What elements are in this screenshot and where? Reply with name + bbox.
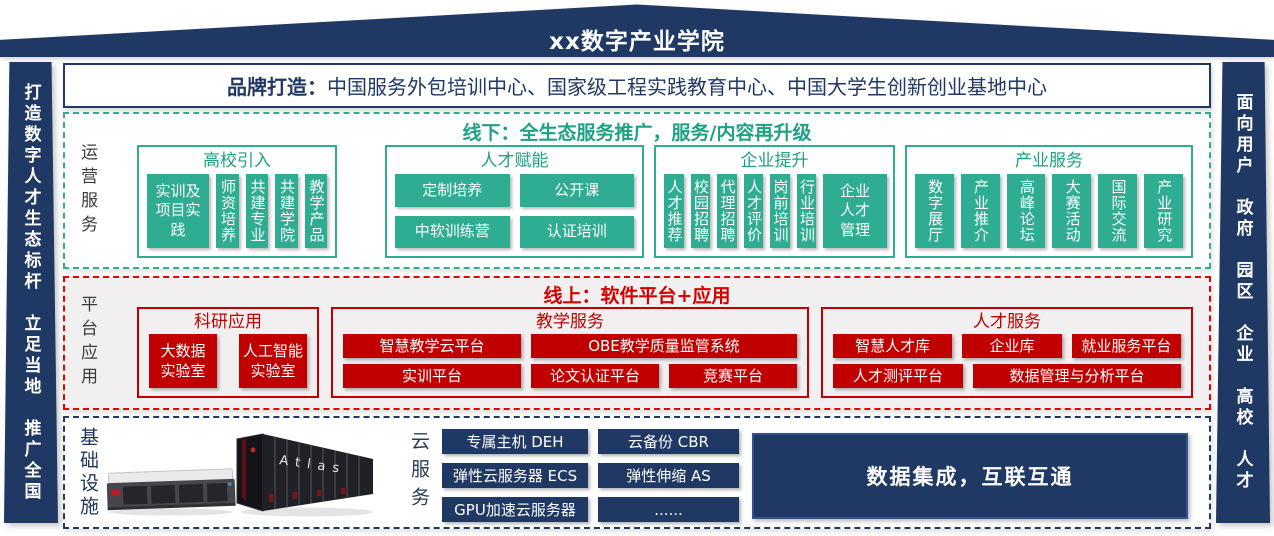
group-research-apps: 科研应用 大数据 实验室 人工智能 实验室: [137, 307, 319, 398]
group-title: 高校引入: [203, 151, 271, 171]
group-title: 产业服务: [1015, 151, 1083, 171]
page-title: xx数字产业学院: [549, 29, 725, 55]
offline-side-label: 运营服务: [77, 142, 97, 239]
cloud-service-item: GPU加速云服务器: [442, 497, 588, 522]
offline-section-header: 线下：全生态服务推广，服务/内容再升级: [462, 122, 812, 144]
service-block: 共建专业: [245, 174, 268, 248]
offline-services-section: 线下：全生态服务推广，服务/内容再升级 运营服务 高校引入 实训及 项目实 践 …: [63, 112, 1211, 269]
service-block: 师资培养: [216, 174, 239, 248]
top-banner: xx数字产业学院: [0, 0, 1274, 57]
service-block: 数字展厅: [915, 174, 954, 248]
group-title: 教学服务: [536, 312, 604, 332]
cloud-service-item: 弹性伸缩 AS: [598, 463, 739, 488]
service-block: 国际交流: [1098, 174, 1138, 248]
offline-groups: 高校引入 实训及 项目实 践 师资培养 共建专业 共建学院 教学产品 人才赋能 …: [137, 145, 1193, 258]
group-title: 企业提升: [740, 151, 809, 171]
service-block: 大赛活动: [1052, 174, 1092, 248]
platform-block: 企业库: [962, 334, 1062, 358]
service-block: 共建学院: [275, 174, 298, 248]
group-title: 人才赋能: [480, 151, 549, 171]
cloud-services-label: 云服务: [408, 430, 430, 515]
infra-side-label: 基础设施: [77, 426, 99, 519]
service-block: 认证培训: [519, 215, 634, 248]
service-block: 企业 人才 管理: [823, 174, 887, 248]
platform-block: 竞赛平台: [669, 364, 797, 388]
platform-block: 就业服务平台: [1071, 334, 1181, 358]
right-audience-ribbon: 面向用户 政府 园区 企业 高校 人才: [1216, 62, 1270, 523]
platform-block: 人才测评平台: [833, 364, 963, 388]
brand-row: 品牌打造： 中国服务外包培训中心、国家级工程实践教育中心、中国大学生创新创业基地…: [63, 63, 1211, 108]
group-title: 人才服务: [973, 312, 1041, 332]
online-side-label: 平台应用: [77, 295, 97, 391]
left-slogan-text: 打造数字人才生态标杆 立足当地 推广全国: [20, 82, 41, 503]
platform-block: 智慧教学云平台: [343, 334, 521, 358]
data-integration-banner: 数据集成，互联互通: [752, 433, 1188, 519]
platform-block: 实训平台: [343, 364, 521, 388]
service-block: 代理招聘: [717, 174, 737, 248]
platform-block: 数据管理与分析平台: [973, 364, 1181, 388]
group-enterprise-upgrade: 企业提升 人才推荐 校园招聘 代理招聘 人才评价 岗前培训 行业培训 企业 人才…: [654, 145, 895, 258]
cloud-service-item: 专属主机 DEH: [442, 429, 588, 454]
infrastructure-section: 基础设施: [63, 416, 1211, 529]
cloud-service-item: 弹性云服务器 ECS: [442, 463, 588, 488]
group-industry-services: 产业服务 数字展厅 产业推介 高峰论坛 大赛活动 国际交流 产业研究: [905, 145, 1193, 258]
service-block: 岗前培训: [770, 174, 790, 248]
online-platform-section: 线上：软件平台+应用 平台应用 科研应用 大数据 实验室 人工智能 实验室 教学…: [63, 276, 1211, 410]
service-block: 产业研究: [1144, 174, 1183, 248]
right-audience-text: 面向用户 政府 园区 企业 高校 人才: [1232, 93, 1253, 492]
online-groups: 科研应用 大数据 实验室 人工智能 实验室 教学服务 智慧教学云平台 OBE教学…: [137, 307, 1193, 398]
service-block: 中软训练营: [395, 215, 510, 248]
service-block: 校园招聘: [690, 174, 710, 248]
brand-label: 品牌打造：: [227, 75, 327, 99]
cloud-service-item: ......: [598, 497, 739, 522]
right-ribbon-shape: [1216, 62, 1270, 523]
group-college-intro: 高校引入 实训及 项目实 践 师资培养 共建专业 共建学院 教学产品: [137, 145, 337, 258]
online-section-header: 线上：软件平台+应用: [543, 285, 731, 307]
left-ribbon-shape: [4, 62, 58, 523]
group-talent-services: 人才服务 智慧人才库 企业库 就业服务平台 人才测评平台 数据管理与分析平台: [821, 307, 1193, 398]
service-block: 公开课: [519, 174, 634, 207]
brand-text: 中国服务外包培训中心、国家级工程实践教育中心、中国大学生创新创业基地中心: [327, 75, 1047, 99]
atlas-server-icon: Atlas: [236, 433, 373, 517]
left-slogan-ribbon: 打造数字人才生态标杆 立足当地 推广全国: [4, 62, 58, 523]
platform-block: 人工智能 实验室: [239, 334, 307, 388]
service-block: 人才评价: [743, 174, 763, 248]
group-talent-enablement: 人才赋能 定制培养 公开课 中软训练营 认证培训: [385, 145, 644, 258]
platform-block: OBE教学质量监管系统: [531, 334, 797, 358]
platform-block: 大数据 实验室: [149, 334, 217, 388]
rack-server-icon: [106, 468, 236, 516]
cloud-service-buttons: 专属主机 DEH 云备份 CBR 弹性云服务器 ECS 弹性伸缩 AS GPU加…: [442, 429, 739, 522]
service-block: 产业推介: [960, 174, 1000, 248]
platform-block: 智慧人才库: [833, 334, 953, 358]
service-block: 人才推荐: [664, 174, 684, 248]
service-block: 教学产品: [304, 174, 327, 248]
service-block: 定制培养: [395, 174, 510, 207]
group-title: 科研应用: [194, 312, 262, 332]
service-block: 实训及 项目实 践: [147, 174, 209, 248]
service-block: 高峰论坛: [1006, 174, 1046, 248]
platform-block: 论文认证平台: [531, 364, 659, 388]
cloud-service-item: 云备份 CBR: [598, 429, 739, 454]
group-teaching-services: 教学服务 智慧教学云平台 OBE教学质量监管系统 实训平台 论文认证平台 竞赛平…: [331, 307, 809, 398]
service-block: 行业培训: [796, 174, 816, 248]
